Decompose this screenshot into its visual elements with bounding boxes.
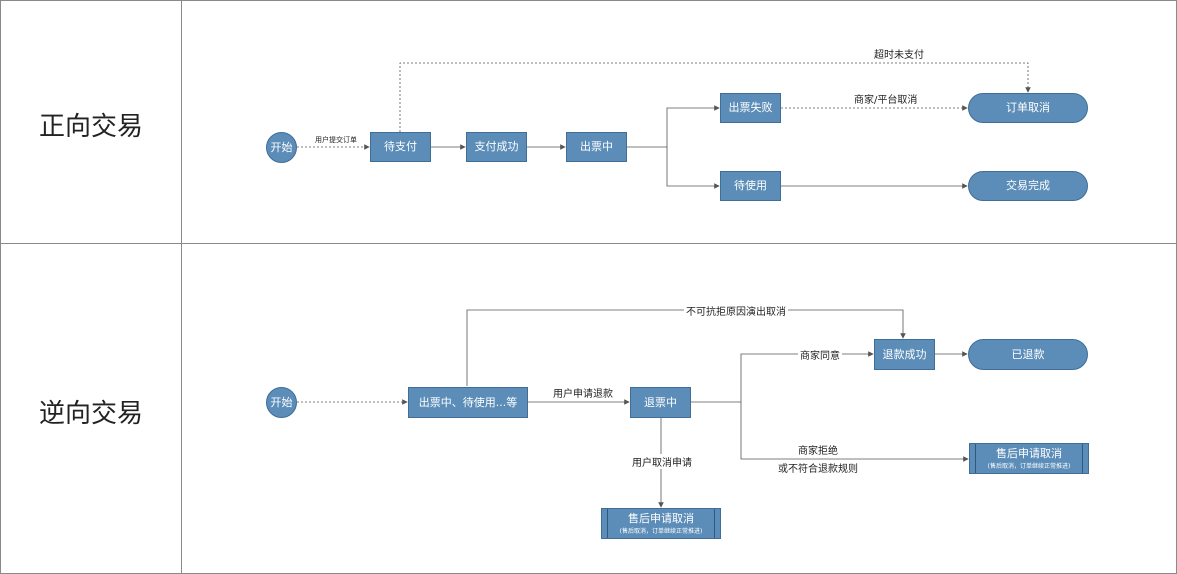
label-timeout: 超时未支付	[872, 46, 926, 61]
node-in-progress: 出票中、待使用...等	[408, 387, 528, 418]
node-reverse-start: 开始	[266, 387, 297, 418]
label-merchant-reject-1: 商家拒绝	[796, 442, 840, 457]
after-sale-cancel-right-title: 售后申请取消	[996, 446, 1062, 460]
after-sale-cancel-right-note: (售后取消，订单继续正常推进)	[987, 463, 1071, 470]
node-pending-pay: 待支付	[370, 132, 431, 162]
node-after-sale-cancel-right: 售后申请取消 (售后取消，订单继续正常推进)	[969, 443, 1089, 474]
edge-timeout	[399, 62, 1031, 132]
node-to-use: 待使用	[720, 171, 781, 201]
edge-ticketing-to-use	[666, 147, 720, 189]
label-force-majeure: 不可抗拒原因演出取消	[684, 303, 788, 318]
node-refunded: 已退款	[968, 339, 1088, 370]
node-order-cancel: 订单取消	[968, 93, 1088, 123]
label-merchant-reject-2: 或不符合退款规则	[776, 460, 860, 475]
label-merchant-agree: 商家同意	[798, 347, 842, 362]
after-sale-cancel-bottom-note: (售后取消，订单继续正常推进)	[619, 528, 703, 535]
node-ticketing: 出票中	[566, 132, 627, 162]
label-user-cancel: 用户取消申请	[630, 454, 694, 469]
lane-title-forward: 正向交易	[38, 112, 143, 142]
label-submit-order: 用户提交订单	[313, 135, 359, 145]
node-ticket-failed: 出票失败	[720, 93, 781, 123]
label-apply-refund: 用户申请退款	[551, 385, 615, 400]
edge-ticketing-branch	[627, 105, 720, 148]
node-forward-start: 开始	[266, 132, 297, 163]
node-refund-success: 退款成功	[874, 339, 935, 370]
node-refunding: 退票中	[630, 387, 691, 418]
after-sale-cancel-bottom-title: 售后申请取消	[628, 511, 694, 525]
lane-title-reverse: 逆向交易	[38, 399, 143, 429]
node-trade-done: 交易完成	[968, 171, 1088, 201]
node-after-sale-cancel-bottom: 售后申请取消 (售后取消，订单继续正常推进)	[601, 508, 721, 539]
edge-refunding-reject	[740, 402, 969, 462]
edge-refunding-branch	[691, 351, 874, 403]
label-merchant-cancel: 商家/平台取消	[852, 91, 920, 106]
node-pay-success: 支付成功	[466, 132, 527, 162]
